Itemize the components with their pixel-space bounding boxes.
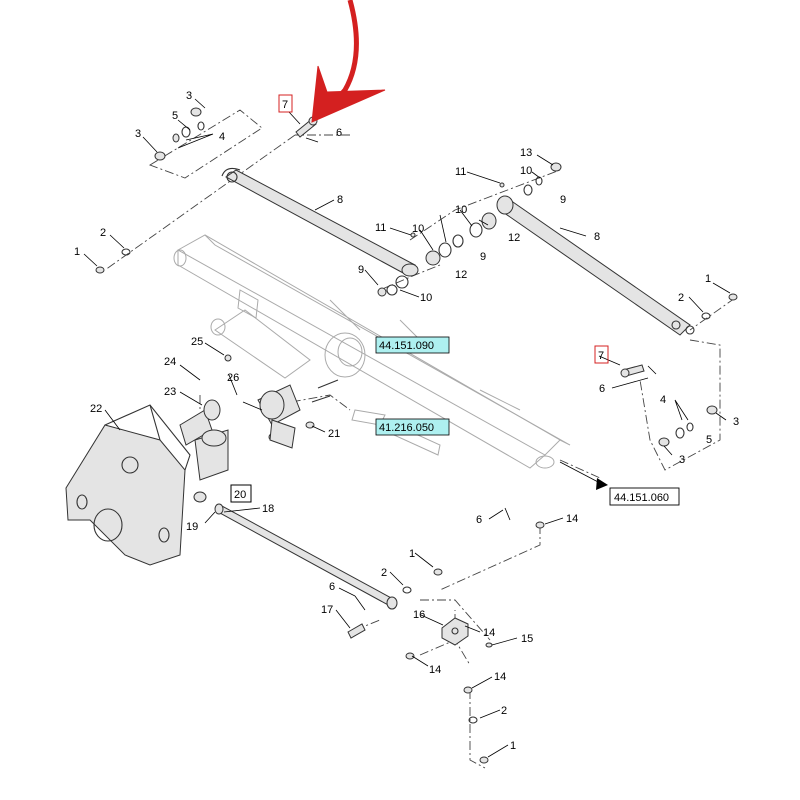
part-callout: 16 [413, 609, 425, 621]
bushing-stack-middle [377, 212, 497, 297]
part-callout: 2 [501, 705, 507, 717]
clamp-block [441, 507, 511, 646]
part-callout: 11 [455, 166, 466, 178]
part-callout: 1 [510, 740, 516, 752]
part-callout: 9 [480, 251, 486, 263]
part-callout: 10 [412, 223, 424, 235]
part-callout: 17 [321, 604, 333, 616]
part-callout: 10 [455, 204, 467, 216]
part-callout: 10 [520, 165, 532, 177]
part-callout-highlighted: 7 [598, 350, 604, 362]
part-callout: 25 [191, 336, 203, 348]
part-callout: 4 [219, 131, 225, 143]
part-callout: 19 [186, 521, 198, 533]
part-callout: 2 [678, 292, 684, 304]
part-callout: 1 [705, 273, 711, 285]
highlight-box [278, 94, 293, 113]
lift-link-left [221, 167, 419, 277]
part-callout: 22 [90, 403, 102, 415]
part-callout: 8 [594, 231, 600, 243]
part-callout: 14 [483, 627, 495, 639]
part-callout: 2 [381, 567, 387, 579]
reference-link-2[interactable]: 41.216.050 [379, 422, 434, 434]
part-callout-highlighted: 7 [282, 99, 288, 111]
cylinder-mount [179, 379, 339, 481]
reference-link-3[interactable]: 44.151.060 [614, 492, 669, 504]
part-callout: 2 [100, 227, 106, 239]
part-callout: 15 [521, 633, 533, 645]
part-callout: 26 [227, 372, 239, 384]
part-callout: 14 [494, 671, 506, 683]
mounting-frame [65, 404, 191, 566]
callout-box [230, 484, 252, 503]
bushing-stack-right-bottom [658, 405, 718, 447]
fasteners [95, 182, 738, 764]
part-callout: 3 [135, 128, 141, 140]
part-callout: 14 [566, 513, 578, 525]
callout-labels: 3 5 3 4 7 6 2 1 8 13 11 10 9 11 10 10 12… [74, 90, 739, 752]
part-callout: 5 [706, 434, 712, 446]
part-callout: 8 [337, 194, 343, 206]
part-callout: 12 [508, 232, 520, 244]
boom-ghost [173, 234, 571, 469]
part-callout: 6 [329, 581, 335, 593]
part-callout: 12 [455, 269, 467, 281]
pin-right [620, 364, 657, 378]
part-callout: 1 [409, 548, 415, 560]
part-callout: 5 [172, 110, 178, 122]
pivot-shaft [193, 491, 398, 639]
part-callout: 6 [336, 127, 342, 139]
part-callout: 24 [164, 356, 176, 368]
part-callout: 1 [74, 246, 80, 258]
part-callout: 3 [679, 454, 685, 466]
part-callout: 6 [476, 514, 482, 526]
reference-box-1[interactable] [375, 336, 450, 354]
red-pointer-arrow [311, 0, 386, 123]
lift-link-right [496, 195, 695, 336]
part-callout: 3 [733, 416, 739, 428]
part-callout-boxed: 20 [234, 489, 246, 501]
part-callout: 21 [328, 428, 340, 440]
bushing-stack-top [154, 107, 205, 161]
reference-box-2[interactable] [375, 418, 450, 436]
part-callout: 23 [164, 386, 176, 398]
part-callout: 10 [420, 292, 432, 304]
part-callout: 3 [186, 90, 192, 102]
part-callout: 9 [560, 194, 566, 206]
part-callout: 4 [660, 394, 666, 406]
part-callout: 18 [262, 503, 274, 515]
reference-link-1[interactable]: 44.151.090 [379, 340, 434, 352]
leader-lines [83, 98, 731, 758]
part-callout: 14 [429, 664, 441, 676]
part-callout: 11 [375, 222, 386, 234]
highlight-box [594, 345, 609, 364]
reference-box-3[interactable] [609, 487, 680, 506]
reference-boxes: 44.151.090 41.216.050 44.151.060 [375, 336, 680, 506]
part-callout: 9 [358, 264, 364, 276]
reference-arrows [559, 461, 608, 490]
part-callout: 6 [599, 383, 605, 395]
part-callout: 13 [520, 147, 532, 159]
